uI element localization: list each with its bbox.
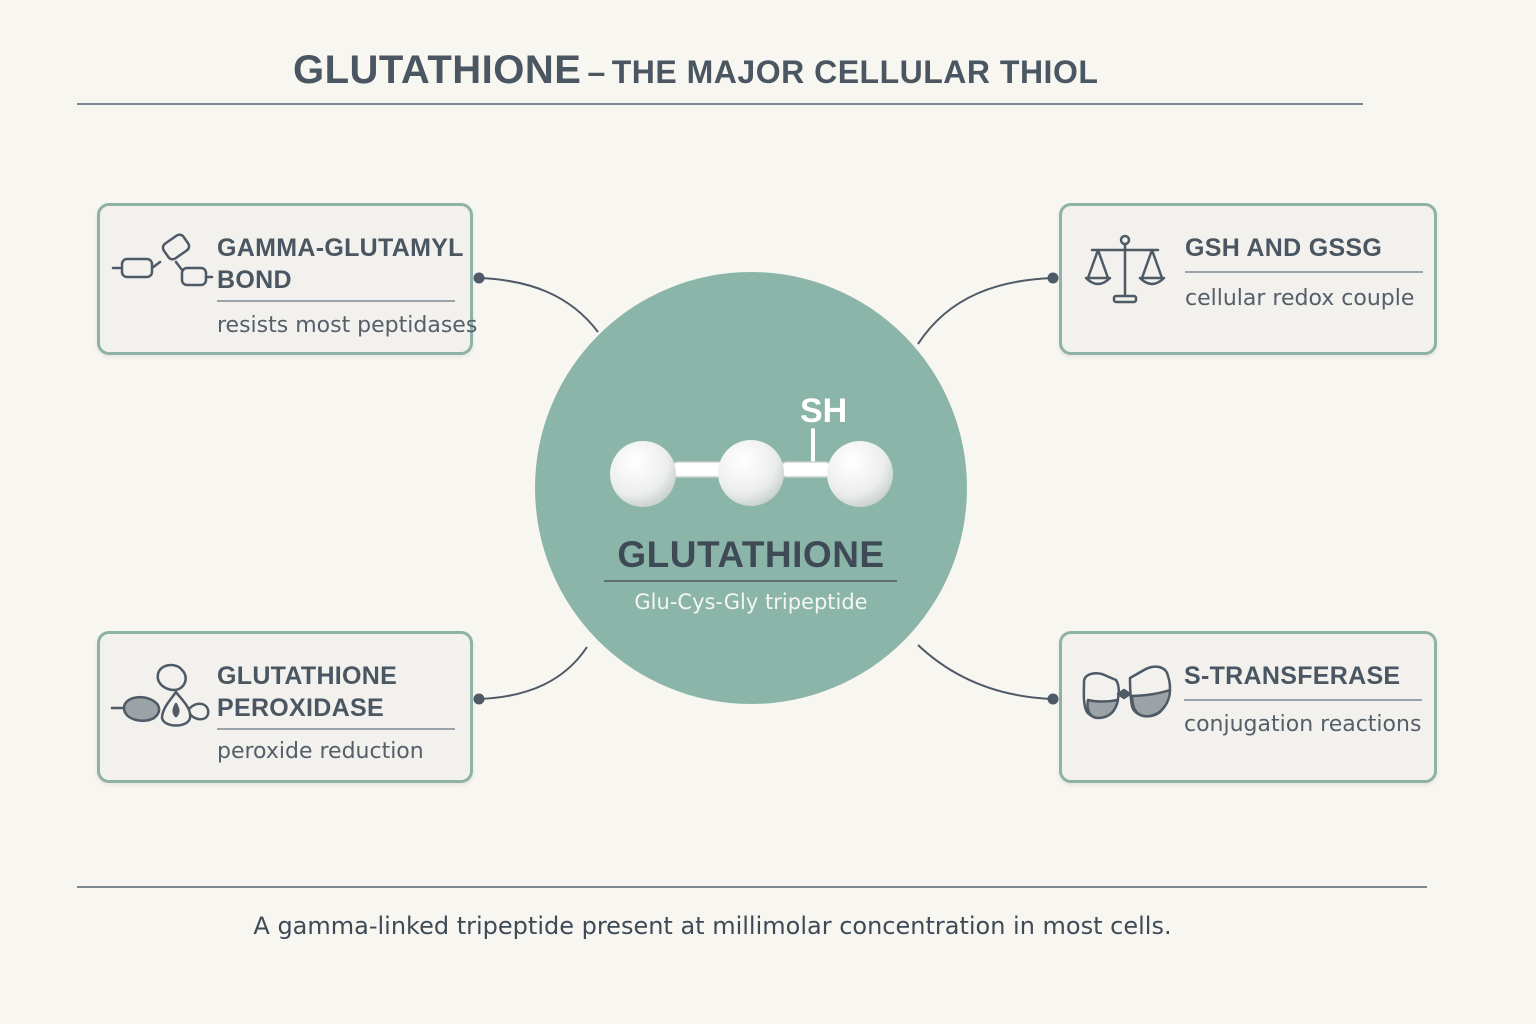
- top-divider: [77, 103, 1363, 105]
- card-heading: GLUTATHIONE PEROXIDASE: [217, 662, 398, 722]
- card-heading: GAMMA-GLUTAMYL BOND: [217, 234, 464, 294]
- card-description: cellular redox couple: [1185, 286, 1415, 311]
- connector-top-left: [478, 277, 599, 333]
- connector-dot-top-left: [473, 272, 485, 284]
- connector-dot-bottom-right: [1047, 693, 1059, 705]
- card-glutathione-peroxidase: GLUTATHIONE PEROXIDASE peroxide reductio…: [97, 631, 473, 783]
- center-divider: [604, 580, 897, 582]
- card-s-transferase: S-TRANSFERASE conjugation reactions: [1059, 631, 1437, 783]
- card-gamma-glutamyl-bond: GAMMA-GLUTAMYL BOND resists most peptida…: [97, 203, 477, 355]
- enzyme-droplet-icon: [110, 663, 210, 727]
- balance-scale-icon: [1084, 234, 1166, 304]
- title-main: GLUTATHIONE: [293, 48, 582, 92]
- center-description: Glu-Cys-Gly tripeptide: [634, 590, 868, 614]
- page-title: GLUTATHIONE–THE MAJOR CELLULAR THIOL: [293, 48, 1098, 93]
- card-divider: [1185, 271, 1423, 273]
- card-description: conjugation reactions: [1184, 712, 1422, 737]
- title-separator: –: [587, 54, 606, 90]
- card-heading: S-TRANSFERASE: [1184, 662, 1401, 690]
- card-description: resists most peptidases: [217, 313, 478, 338]
- card-heading: GSH AND GSSG: [1185, 234, 1383, 262]
- card-divider: [1184, 699, 1422, 701]
- connector-dot-top-right: [1047, 272, 1059, 284]
- gly-residue: [827, 441, 893, 507]
- card-divider: [217, 300, 455, 302]
- footer-caption: A gamma-linked tripeptide present at mil…: [253, 912, 1172, 940]
- center-title: GLUTATHIONE: [617, 534, 885, 575]
- cys-residue: [718, 440, 784, 506]
- enzyme-conjugation-icon: [1082, 665, 1172, 720]
- glu-residue: [610, 441, 676, 507]
- center-glutathione-circle: SH GLUTATHIONE Glu-Cys-Gly tripeptide: [535, 272, 967, 704]
- linked-chain-icon: [111, 233, 214, 287]
- thiol-group-label: SH: [800, 392, 848, 430]
- title-subtitle: THE MAJOR CELLULAR THIOL: [611, 54, 1099, 90]
- connector-dot-bottom-left: [473, 693, 485, 705]
- connector-bottom-left: [478, 646, 588, 700]
- connector-top-right: [917, 277, 1054, 345]
- card-description: peroxide reduction: [217, 739, 424, 764]
- tripeptide-molecule-icon: [610, 428, 893, 507]
- bottom-divider: [77, 886, 1427, 888]
- connector-bottom-right: [917, 644, 1054, 700]
- card-divider: [217, 728, 455, 730]
- card-gsh-gssg: GSH AND GSSG cellular redox couple: [1059, 203, 1437, 355]
